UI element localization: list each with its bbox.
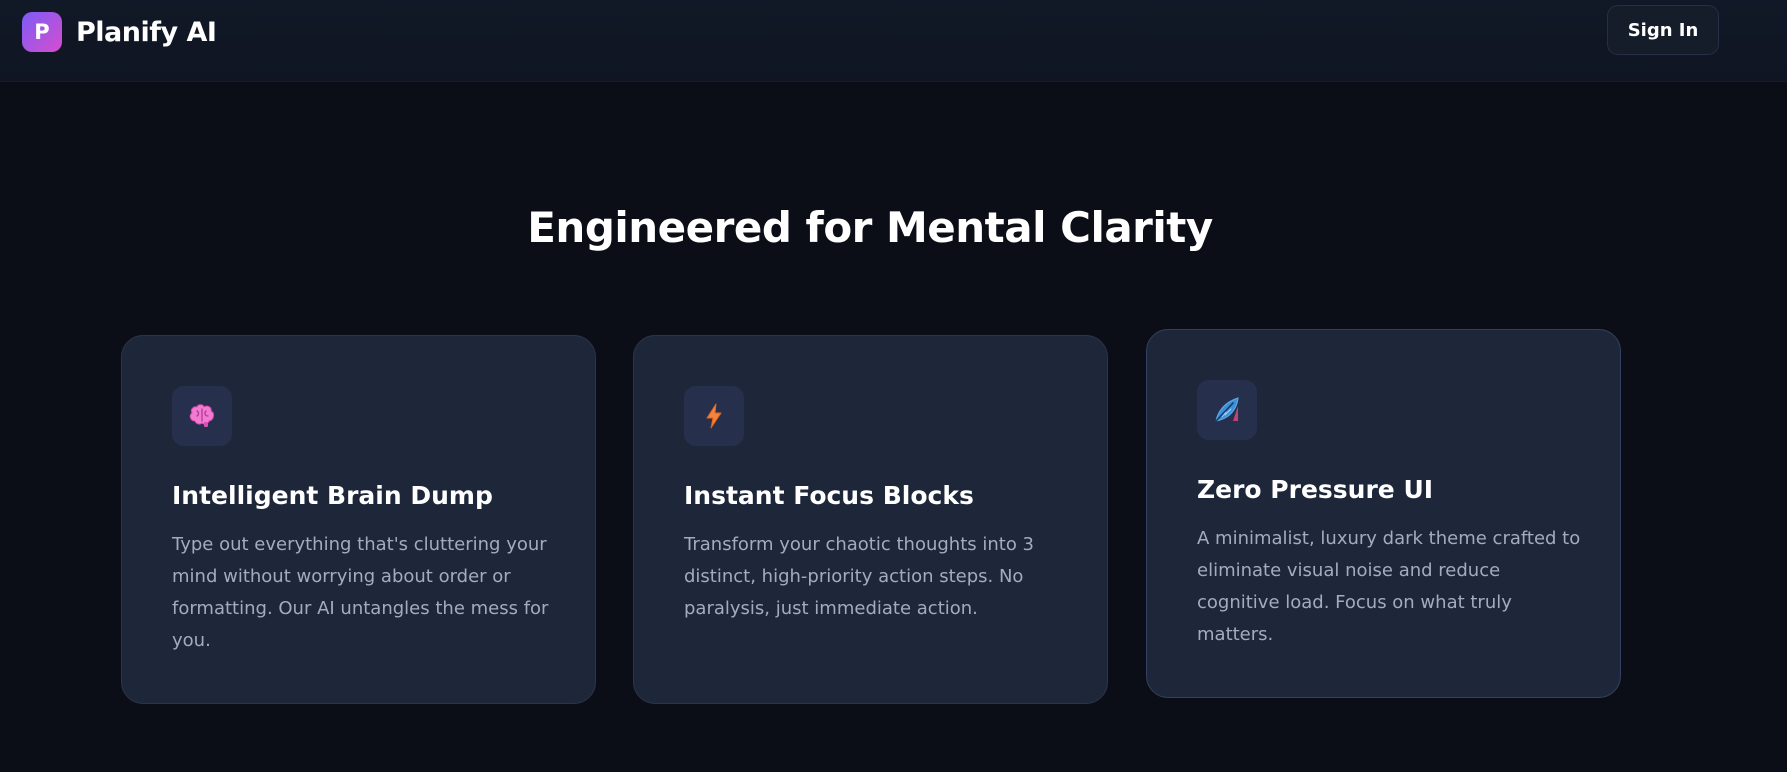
top-navbar: P Planify AI Sign In — [0, 0, 1787, 82]
feature-card-brain-dump: Intelligent Brain Dump Type out everythi… — [121, 335, 596, 704]
feature-title: Intelligent Brain Dump — [172, 481, 493, 510]
feather-icon — [1197, 380, 1257, 440]
feature-title: Zero Pressure UI — [1197, 475, 1434, 504]
feature-card-zero-pressure: Zero Pressure UI A minimalist, luxury da… — [1146, 329, 1621, 698]
feature-card-focus-blocks: Instant Focus Blocks Transform your chao… — [633, 335, 1108, 704]
feature-description: Type out everything that's cluttering yo… — [172, 534, 549, 651]
brand[interactable]: P Planify AI — [22, 12, 217, 52]
brand-name[interactable]: Planify AI — [76, 16, 217, 48]
feature-description: Transform your chaotic thoughts into 3 d… — [684, 534, 1035, 619]
lightning-icon — [684, 386, 744, 446]
feature-description: A minimalist, luxury dark theme crafted … — [1197, 528, 1581, 645]
feature-title: Instant Focus Blocks — [684, 481, 974, 510]
logo-icon[interactable]: P — [22, 12, 62, 52]
section-heading: Engineered for Mental Clarity — [527, 203, 1213, 252]
brain-icon — [172, 386, 232, 446]
sign-in-button[interactable]: Sign In — [1607, 5, 1719, 55]
logo-letter: P — [34, 20, 50, 44]
